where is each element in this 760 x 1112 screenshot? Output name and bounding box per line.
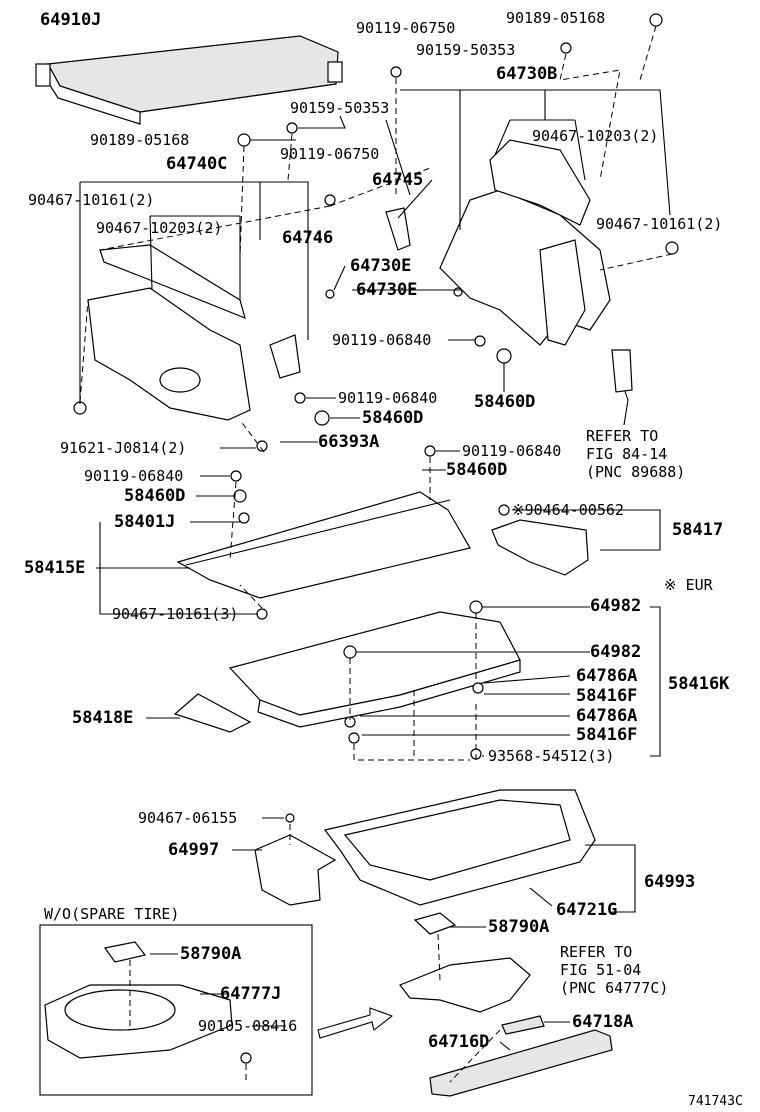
dashed-assembly-lines xyxy=(79,25,673,1083)
label-90119-06840-a: 90119-06840 xyxy=(332,331,432,349)
label-64746: 64746 xyxy=(282,228,334,248)
floor-board-shape xyxy=(228,611,521,728)
label-64777J: 64777J xyxy=(220,984,282,1004)
arrow-shape xyxy=(317,1007,394,1039)
label-90464-00562: ※90464-00562 xyxy=(512,501,624,519)
label-90189-05168-left: 90189-05168 xyxy=(90,131,190,149)
label-91621-J0814: 91621-J0814(2) xyxy=(60,439,187,457)
eur-note: ※ EUR xyxy=(664,576,713,594)
label-90467-10203-left: 90467-10203(2) xyxy=(96,219,223,237)
label-90119-06750-top: 90119-06750 xyxy=(356,19,456,37)
right-side-trim-shape xyxy=(385,139,611,346)
scuff-plate-shape xyxy=(429,1015,613,1097)
box-64997-shape xyxy=(254,834,337,906)
label-90467-10161-right: 90467-10161(2) xyxy=(596,215,723,233)
label-90159-50353-left: 90159-50353 xyxy=(290,99,390,117)
label-58417: 58417 xyxy=(672,520,724,540)
label-64982-b: 64982 xyxy=(590,642,642,662)
left-side-trim-shape xyxy=(87,244,301,421)
label-90467-10203-right: 90467-10203(2) xyxy=(532,127,659,145)
label-58416F-b: 58416F xyxy=(576,725,638,745)
label-64730E-a: 64730E xyxy=(350,256,412,276)
cover-58418E-shape xyxy=(173,693,252,733)
ref2-line3: (PNC 64777C) xyxy=(560,979,669,997)
clip-58790A-shape xyxy=(413,912,457,935)
label-58790A-box: 58790A xyxy=(180,944,242,964)
label-90119-06840-c: 90119-06840 xyxy=(462,442,562,460)
label-58415E: 58415E xyxy=(24,558,86,578)
label-64730E-b: 64730E xyxy=(356,280,418,300)
without-spare-tire-box xyxy=(39,924,313,1096)
without-spare-tire-caption: W/O(SPARE TIRE) xyxy=(44,905,180,923)
bracket-58417-shape xyxy=(491,519,589,576)
label-58790A-right: 58790A xyxy=(488,917,550,937)
tray-64993-shape xyxy=(323,789,596,906)
label-64982-a: 64982 xyxy=(590,596,642,616)
label-90119-06750-left: 90119-06750 xyxy=(280,145,380,163)
spare-tire-holder-shape xyxy=(399,957,531,1013)
label-64730B: 64730B xyxy=(496,64,558,84)
label-58418E: 58418E xyxy=(72,708,134,728)
label-90105-08416: 90105-08416 xyxy=(198,1017,298,1035)
diagram-id: 741743C xyxy=(688,1094,743,1109)
deck-board-shape xyxy=(176,491,471,599)
label-64740C: 64740C xyxy=(166,154,228,174)
label-64721G: 64721G xyxy=(556,900,618,920)
label-93568-54512: 93568-54512(3) xyxy=(488,747,615,765)
label-90467-10161-3: 90467-10161(3) xyxy=(112,605,239,623)
ref1-line3: (PNC 89688) xyxy=(586,463,686,481)
label-66393A: 66393A xyxy=(318,432,380,452)
label-64745: 64745 xyxy=(372,170,424,190)
ref1-line1: REFER TO xyxy=(586,427,659,445)
ref2-line1: REFER TO xyxy=(560,943,633,961)
label-58460D-c: 58460D xyxy=(446,460,508,480)
label-58416K: 58416K xyxy=(668,674,730,694)
label-58460D-b: 58460D xyxy=(362,408,424,428)
tonneau-cover-shape xyxy=(35,35,343,125)
label-58460D-d: 58460D xyxy=(124,486,186,506)
label-90467-06155: 90467-06155 xyxy=(138,809,238,827)
label-58416F-a: 58416F xyxy=(576,686,638,706)
label-64910J: 64910J xyxy=(40,10,102,30)
label-90189-05168-top: 90189-05168 xyxy=(506,9,606,27)
label-90119-06840-b: 90119-06840 xyxy=(338,389,438,407)
ref1-line2: FIG 84-14 xyxy=(586,445,668,463)
label-64993: 64993 xyxy=(644,872,696,892)
label-64786A-a: 64786A xyxy=(576,666,638,686)
label-58460D-a: 58460D xyxy=(474,392,536,412)
label-90467-10161-left: 90467-10161(2) xyxy=(28,191,155,209)
label-64716D: 64716D xyxy=(428,1032,490,1052)
label-90159-50353-top: 90159-50353 xyxy=(416,41,516,59)
label-64718A: 64718A xyxy=(572,1012,634,1032)
label-90119-06840-d: 90119-06840 xyxy=(84,467,184,485)
ref2-line2: FIG 51-04 xyxy=(560,961,642,979)
label-58401J: 58401J xyxy=(114,512,176,532)
spare-tire-tray-shape xyxy=(44,941,233,1059)
label-64786A-b: 64786A xyxy=(576,706,638,726)
label-64997: 64997 xyxy=(168,840,220,860)
leader-lines xyxy=(79,89,671,1051)
